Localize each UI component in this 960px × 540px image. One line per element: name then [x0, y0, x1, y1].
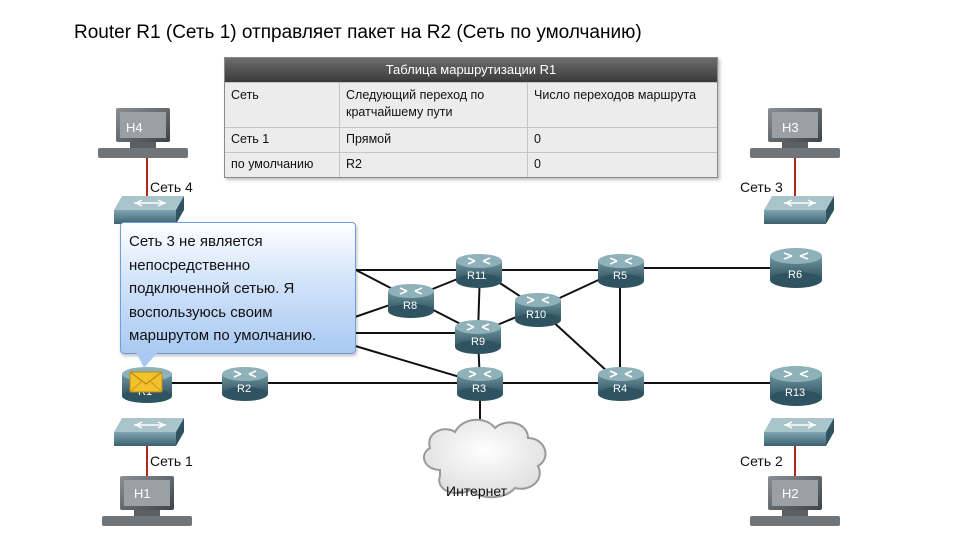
cell-hop-count: 0 — [527, 153, 715, 177]
network-label-net3: Сеть 3 — [740, 179, 783, 195]
switch-net4 — [114, 196, 184, 224]
internet-label: Интернет — [446, 483, 508, 499]
host-h2: H2 — [750, 476, 840, 526]
routing-table-header-row: Сеть Следующий переход по кратчайшему пу… — [225, 82, 717, 127]
cell-hop-count: 0 — [527, 128, 715, 152]
switch-net2 — [764, 418, 834, 446]
router-r5: R5 — [598, 254, 644, 288]
router-r10: R10 — [515, 293, 561, 327]
table-row: по умолчанию R2 0 — [225, 152, 717, 177]
header-network: Сеть — [231, 88, 259, 102]
routing-table: Таблица маршрутизации R1 Сеть Следующий … — [224, 57, 718, 178]
host-label-h3: H3 — [782, 120, 799, 135]
router-label-r11: R11 — [467, 270, 486, 282]
router-label-r9: R9 — [471, 336, 485, 348]
router-r8: R8 — [388, 284, 434, 318]
network-label-net1: Сеть 1 — [150, 453, 193, 469]
host-h4: H4 — [98, 108, 188, 158]
header-next-hop: Следующий переход по кратчайшему пути — [339, 83, 527, 127]
router-r2: R2 — [222, 367, 268, 401]
router-label-r13: R13 — [785, 387, 805, 399]
slide-title: Router R1 (Сеть 1) отправляет пакет на R… — [74, 22, 642, 43]
router-r1: R1 — [122, 367, 172, 403]
host-label-h1: H1 — [134, 486, 151, 501]
router-label-r10: R10 — [526, 309, 546, 321]
router-speech-callout: Сеть 3 не является непосредственно подкл… — [120, 222, 356, 354]
callout-text: Сеть 3 не является непосредственно подкл… — [129, 233, 317, 344]
cell-next-hop: Прямой — [339, 128, 527, 152]
switch-net1 — [114, 418, 184, 446]
router-r4: R4 — [598, 367, 644, 401]
internet-cloud: Интернет — [422, 418, 547, 499]
router-label-r2: R2 — [237, 383, 251, 395]
router-r13: R13 — [770, 366, 822, 406]
host-h1: H1 — [102, 476, 192, 526]
switch-net3 — [764, 196, 834, 224]
host-label-h4: H4 — [126, 120, 143, 135]
host-label-h2: H2 — [782, 486, 799, 501]
router-label-r3: R3 — [472, 383, 486, 395]
network-label-net2: Сеть 2 — [740, 453, 783, 469]
router-r6: R6 — [770, 248, 822, 288]
cell-network: по умолчанию — [231, 157, 314, 171]
table-row: Сеть 1 Прямой 0 — [225, 127, 717, 152]
envelope-icon — [129, 371, 163, 393]
router-r3: R3 — [457, 367, 503, 401]
network-label-net4: Сеть 4 — [150, 179, 193, 195]
callout-tail — [136, 352, 158, 368]
header-hop-count: Число переходов маршрута — [527, 83, 715, 127]
router-label-r8: R8 — [403, 300, 417, 312]
router-label-r6: R6 — [788, 269, 802, 281]
router-label-r4: R4 — [613, 383, 627, 395]
host-h3: H3 — [750, 108, 840, 158]
router-label-r5: R5 — [613, 270, 627, 282]
routing-table-caption: Таблица маршрутизации R1 — [225, 58, 717, 82]
router-r9: R9 — [455, 320, 501, 354]
cell-next-hop: R2 — [339, 153, 527, 177]
cell-network: Сеть 1 — [231, 132, 270, 146]
router-r11: R11 — [456, 254, 502, 288]
